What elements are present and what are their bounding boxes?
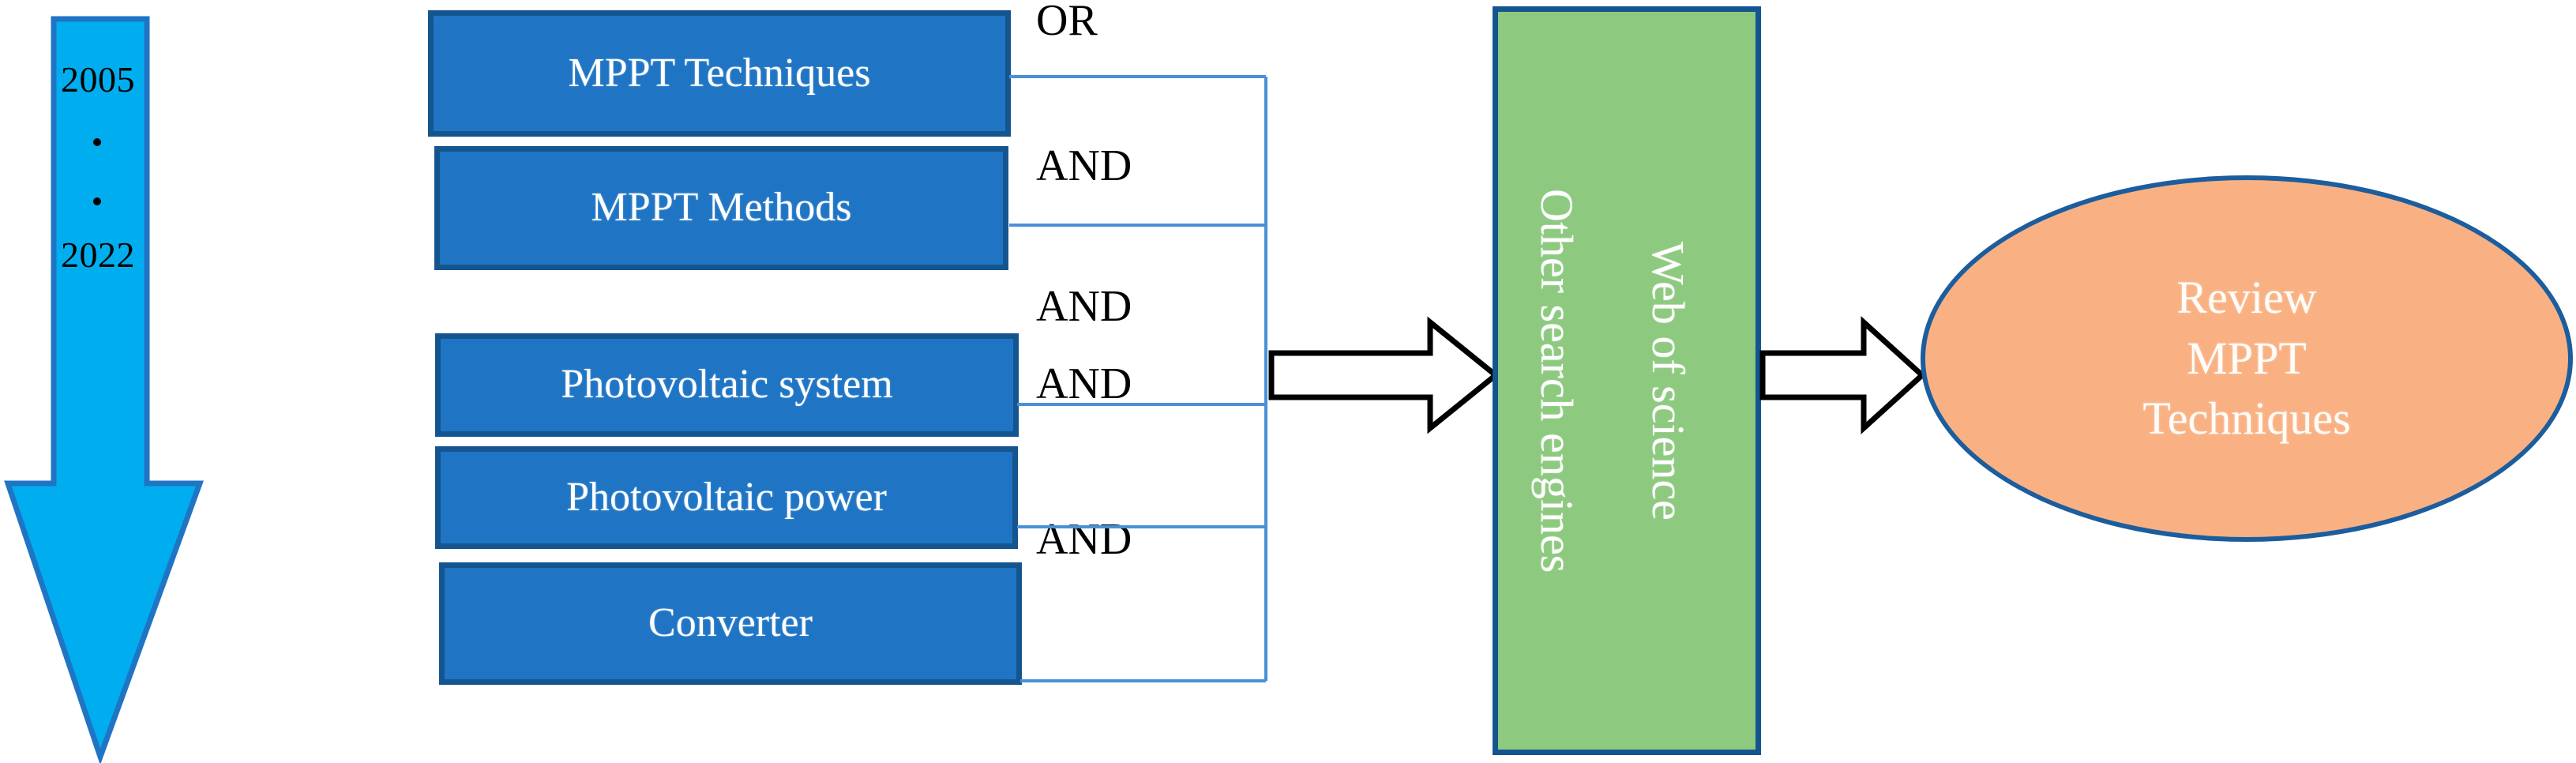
boolean-query-bracket: [1009, 75, 1267, 682]
operator-label-and-4: AND: [1036, 515, 1132, 564]
database-label-other-search-engines: Other search engines: [1531, 188, 1583, 573]
keyword-box-photovoltaic-system[interactable]: Photovoltaic system: [435, 333, 1019, 437]
keyword-box-mppt-techniques[interactable]: MPPT Techniques: [428, 10, 1011, 137]
keywords-to-databases-arrow: [1268, 316, 1499, 434]
keyword-box-photovoltaic-power[interactable]: Photovoltaic power: [435, 446, 1018, 549]
outcome-ellipse-review-mppt-techniques[interactable]: Review MPPT Techniques: [1921, 175, 2573, 542]
database-sources-box[interactable]: Other search engines Web of science: [1493, 6, 1761, 755]
timeline-start-year: 2005: [61, 59, 135, 100]
operator-label-and-3: AND: [1036, 359, 1132, 408]
keyword-box-converter[interactable]: Converter: [439, 562, 1022, 685]
timeline-end-year: 2022: [61, 235, 135, 275]
outcome-line-1: Review: [2176, 272, 2317, 324]
databases-to-outcome-arrow: [1759, 316, 1925, 434]
database-label-web-of-science: Web of science: [1643, 241, 1694, 521]
operator-label-and-1: AND: [1036, 141, 1132, 190]
year-range-down-arrow: [4, 16, 204, 763]
outcome-line-3: Techniques: [2142, 393, 2351, 445]
keyword-label: MPPT Techniques: [568, 50, 871, 96]
timeline-ellipsis-dot-lower: [93, 197, 101, 205]
keyword-label: Photovoltaic system: [561, 362, 893, 408]
operator-label-and-2: AND: [1036, 282, 1132, 331]
keyword-box-mppt-methods[interactable]: MPPT Methods: [434, 146, 1008, 270]
keyword-label: MPPT Methods: [591, 185, 852, 231]
timeline-ellipsis-dot-upper: [93, 138, 101, 146]
operator-label-or: OR: [1036, 0, 1098, 45]
keyword-label: Converter: [648, 600, 813, 646]
outcome-line-2: MPPT: [2187, 332, 2307, 384]
keyword-label: Photovoltaic power: [566, 474, 887, 520]
